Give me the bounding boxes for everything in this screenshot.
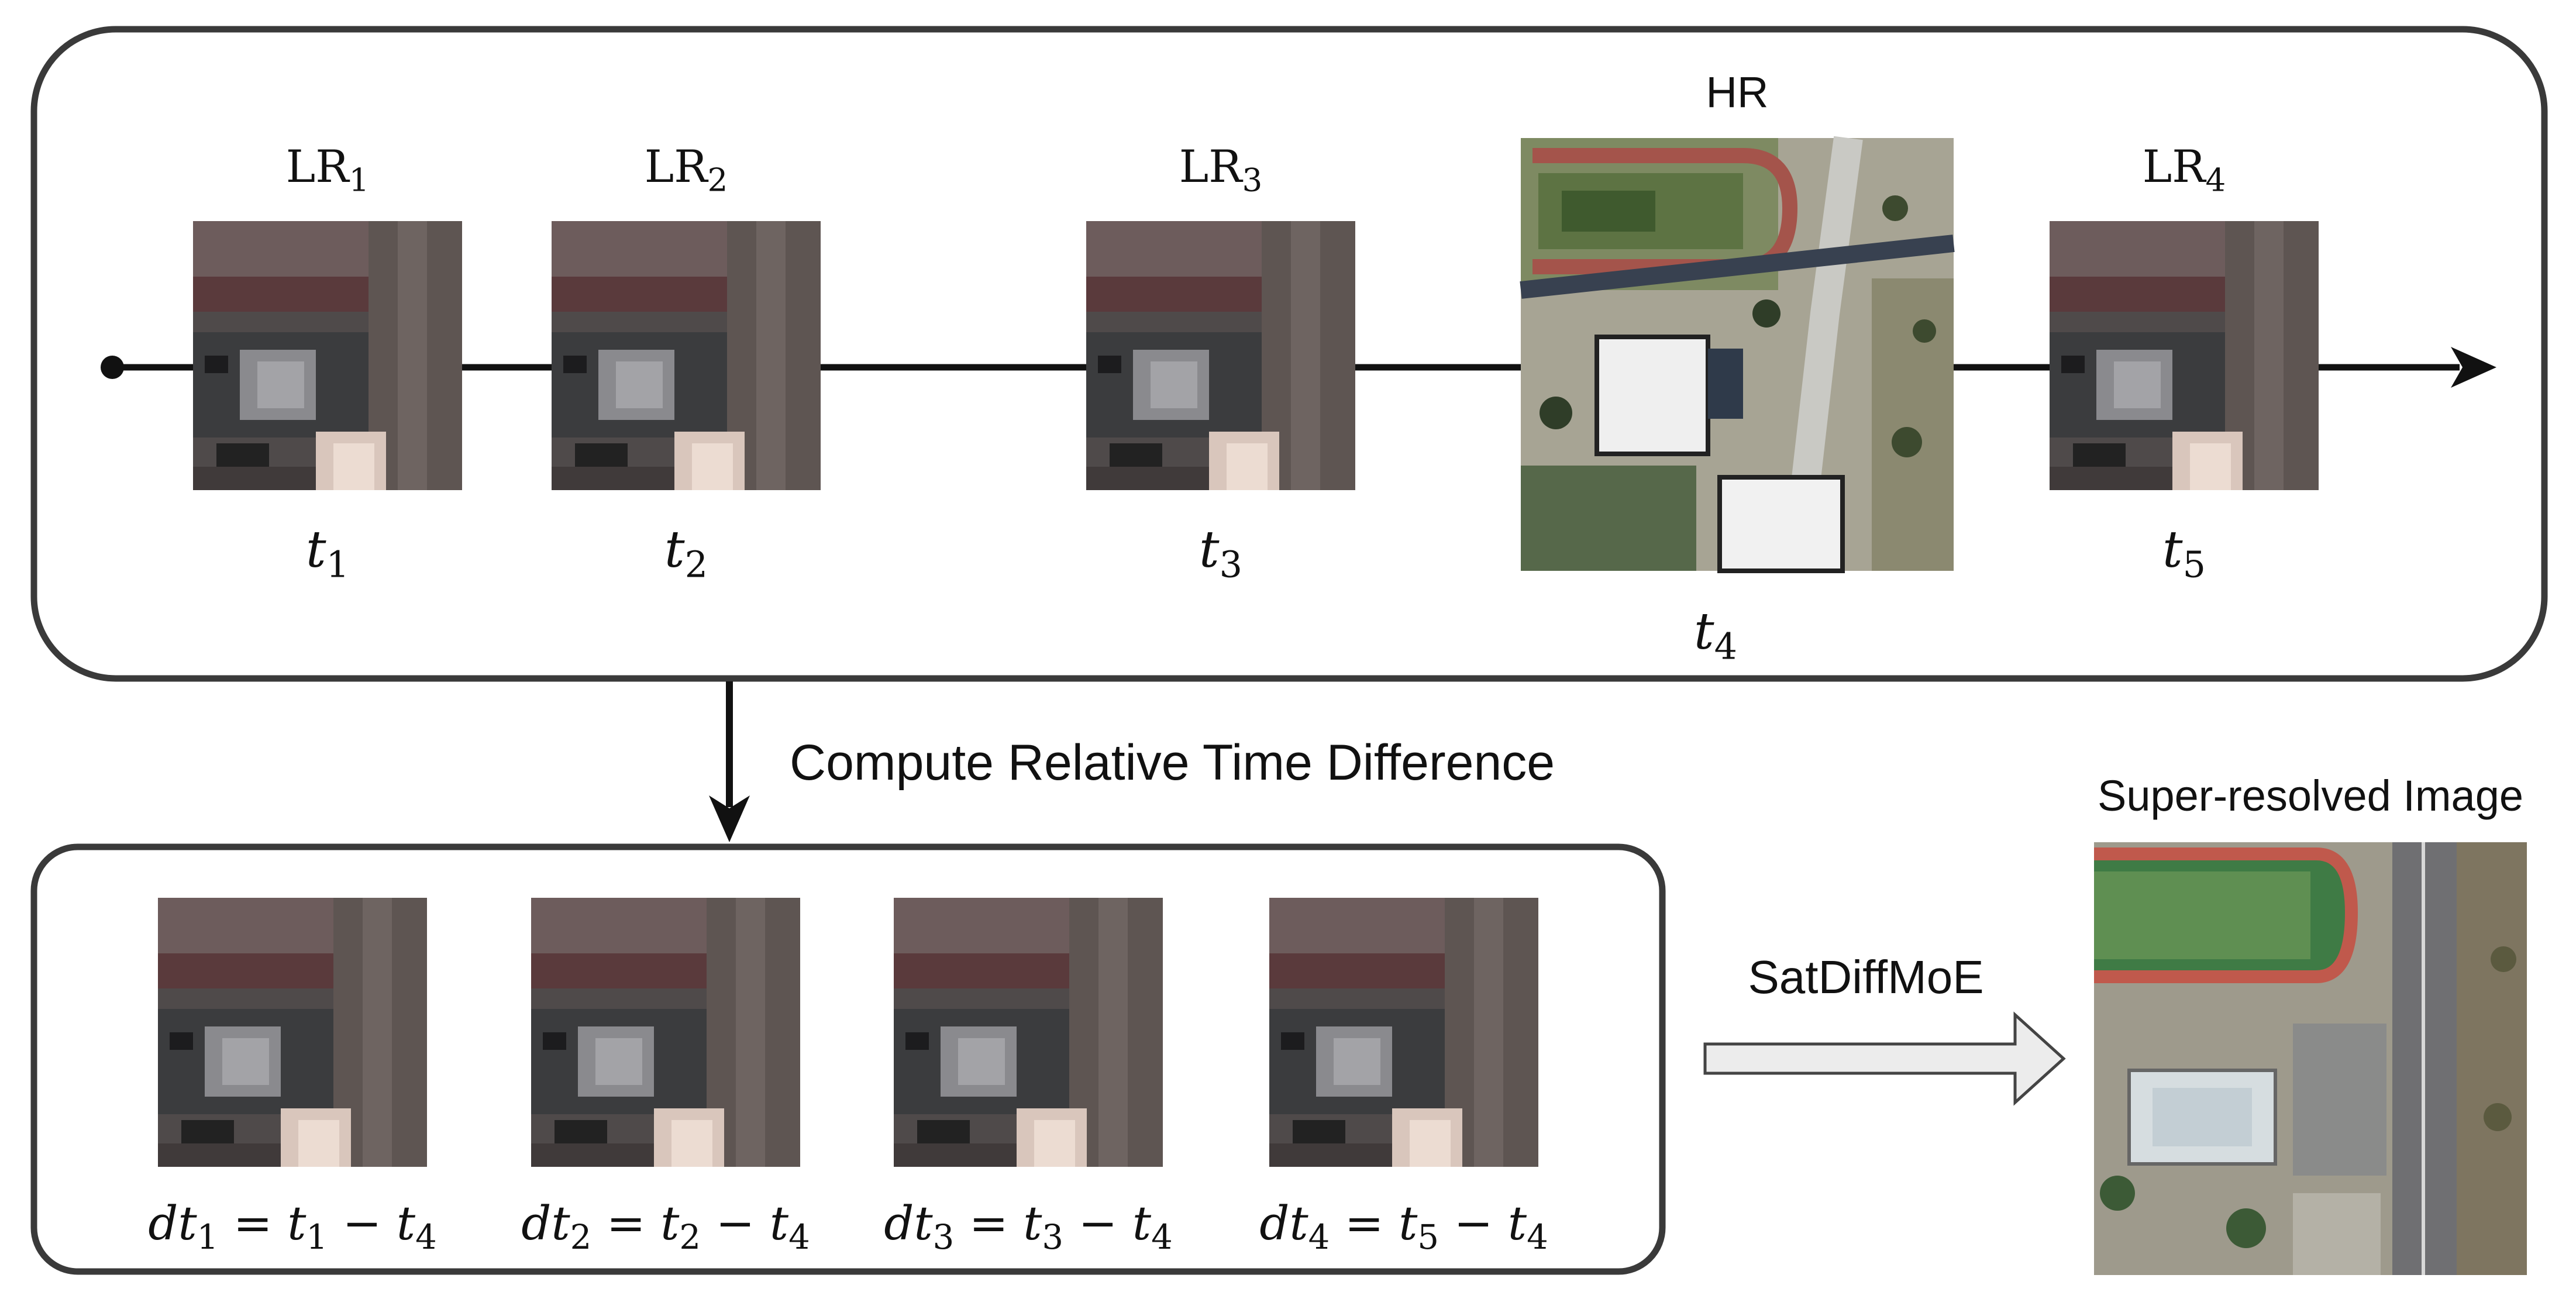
model-label: SatDiffMoE bbox=[1748, 951, 1984, 1003]
time-label-t1: t1 bbox=[306, 521, 349, 586]
time-label-t3: t3 bbox=[1199, 521, 1242, 586]
equation-dt1: dt1 = t1 − t4 bbox=[148, 1196, 437, 1257]
dt-frame-1 bbox=[158, 898, 427, 1167]
bottom-panel bbox=[30, 843, 1666, 1275]
lr-label-2: LR2 bbox=[644, 140, 728, 199]
step-label: Compute Relative Time Difference bbox=[790, 735, 1555, 791]
lr-frame-2 bbox=[552, 221, 821, 490]
output-label: Super-resolved Image bbox=[2097, 771, 2524, 820]
hr-label: HR bbox=[1706, 68, 1769, 116]
super-resolved-image bbox=[2094, 842, 2527, 1275]
lr-label-3: LR3 bbox=[1179, 140, 1263, 199]
lr-frame-4 bbox=[2050, 221, 2319, 490]
time-label-t4: t4 bbox=[1694, 602, 1737, 668]
equation-dt2: dt2 = t2 − t4 bbox=[521, 1196, 810, 1257]
dt-frame-2 bbox=[531, 898, 800, 1167]
lr-label-1: LR1 bbox=[285, 140, 370, 199]
equation-dt4: dt4 = t5 − t4 bbox=[1259, 1196, 1548, 1257]
hr-frame bbox=[1521, 138, 1954, 571]
lr-frame-3 bbox=[1086, 221, 1355, 490]
satdiffmoe-arrow bbox=[1703, 1011, 2066, 1106]
lr-label-4: LR4 bbox=[2142, 140, 2226, 199]
top-panel bbox=[30, 26, 2548, 682]
time-label-t2: t2 bbox=[664, 521, 708, 586]
dt-frame-3 bbox=[894, 898, 1163, 1167]
compute-arrow bbox=[709, 681, 750, 842]
time-label-t5: t5 bbox=[2162, 521, 2206, 586]
lr-frame-1 bbox=[193, 221, 462, 490]
equation-dt3: dt3 = t3 − t4 bbox=[884, 1196, 1173, 1257]
dt-frame-4 bbox=[1269, 898, 1538, 1167]
